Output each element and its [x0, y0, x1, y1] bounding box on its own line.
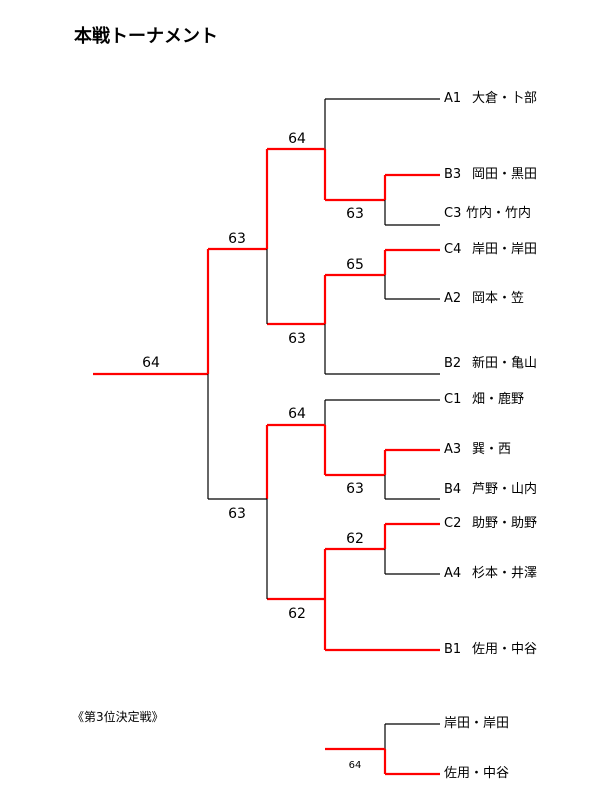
line-c1 — [324, 399, 440, 425]
score: 63 — [288, 331, 306, 347]
win-path-a3 — [267, 423, 440, 477]
score: 63 — [346, 481, 364, 497]
win-path-b3 — [267, 147, 440, 202]
win-path-third — [325, 747, 440, 776]
score: 65 — [346, 257, 364, 273]
line-c3 — [384, 200, 440, 226]
score: 63 — [228, 506, 246, 522]
score: 64 — [288, 131, 306, 147]
line-sf2 — [207, 374, 268, 599]
line-b4 — [384, 475, 440, 500]
line-b2 — [324, 324, 440, 375]
page-title: 本戦トーナメント — [74, 26, 218, 47]
win-path-final — [93, 149, 269, 376]
line-third-kishida — [384, 723, 440, 749]
third-place-title: 《第3位決定戦》 — [72, 710, 164, 724]
score: 64 — [142, 355, 160, 371]
score: 63 — [346, 206, 364, 222]
score: 62 — [288, 606, 306, 622]
score: 64 — [349, 760, 362, 771]
score: 63 — [228, 231, 246, 247]
third-place-entry: 岸田・岸田 — [444, 716, 510, 731]
third-place-entry: 佐用・中谷 — [444, 766, 510, 781]
win-path-c4 — [267, 248, 440, 326]
score: 64 — [288, 406, 306, 422]
win-path-c2-b1 — [267, 522, 440, 652]
line-a4 — [384, 549, 440, 575]
line-a1 — [324, 98, 440, 149]
line-a2 — [384, 275, 440, 300]
score: 62 — [346, 531, 364, 547]
